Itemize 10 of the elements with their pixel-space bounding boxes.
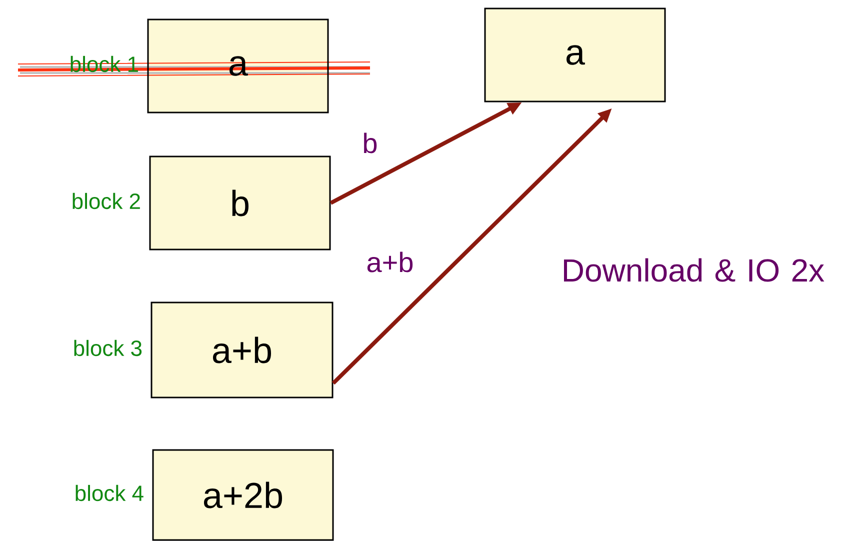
block-label: block 3 (74, 340, 142, 356)
note-text: Download & IO 2x (564, 258, 824, 282)
edge-label: b (364, 132, 377, 154)
block-label: block 2 (72, 192, 140, 210)
block-label: block 4 (76, 484, 144, 502)
block-box: a+b (150, 302, 334, 398)
block-box: a+2b (152, 449, 334, 541)
block-box: b (149, 156, 331, 250)
block-box: a (484, 8, 666, 102)
edge-label: a+b (367, 252, 413, 272)
